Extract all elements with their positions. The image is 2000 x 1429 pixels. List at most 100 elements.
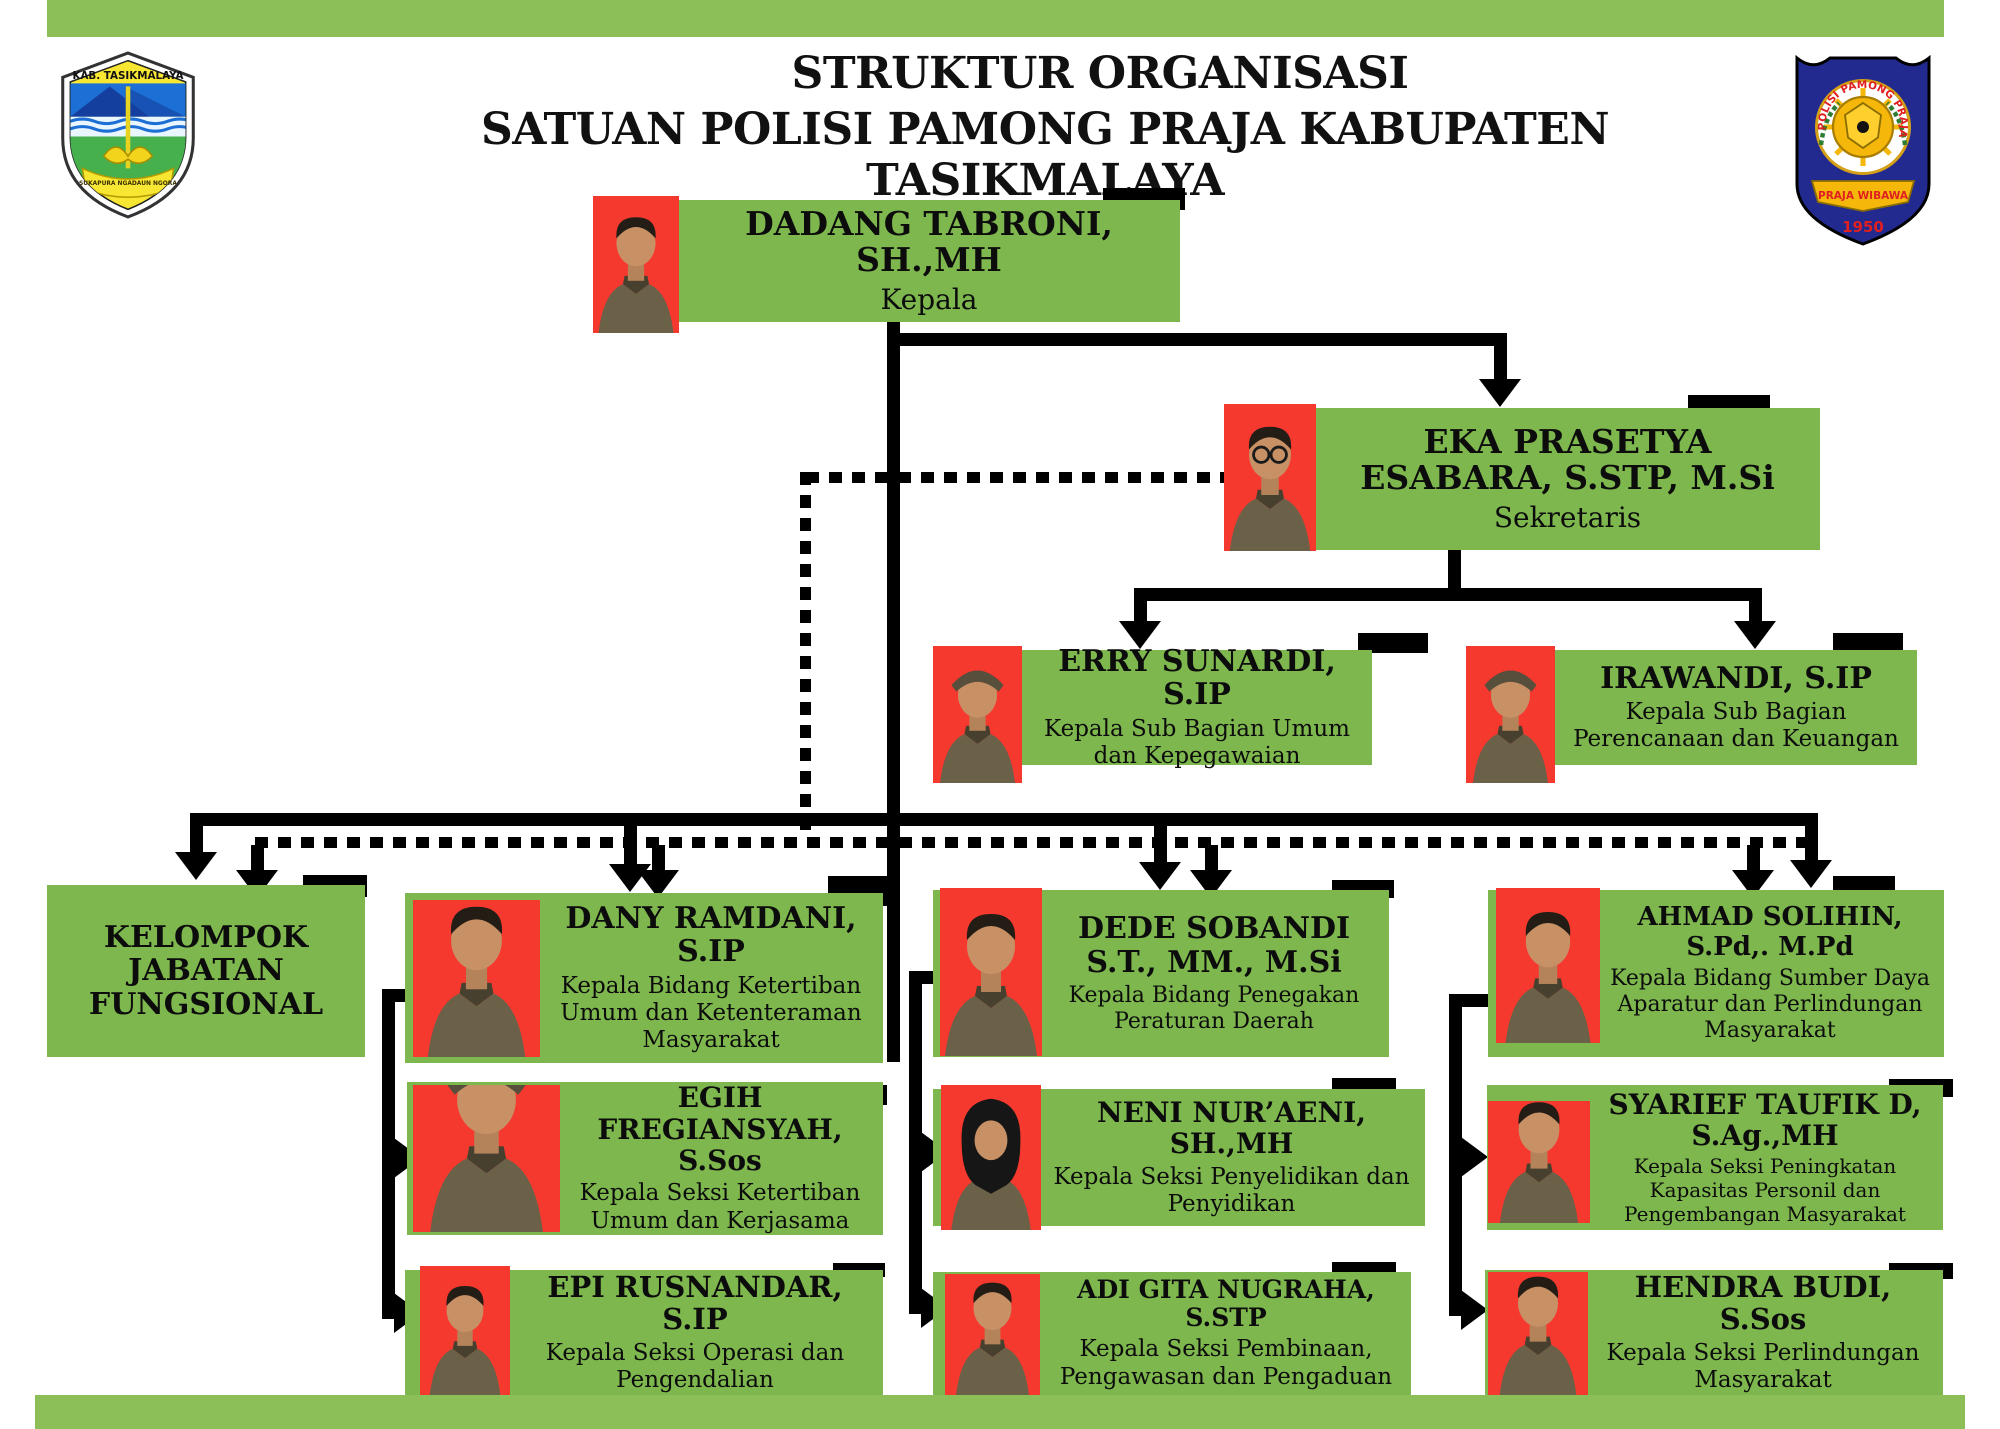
photo-seksi-tibum (413, 1085, 560, 1232)
bidang-penegakan-name: DEDE SOBANDI S.T., MM., M.Si (1077, 910, 1351, 980)
arrow-into-subbag-perencanaan (1734, 621, 1776, 649)
arrow-into-seksi-peningkatan (1461, 1137, 1488, 1177)
seksi-pembinaan-name: ADI GITA NUGRAHA, S.STP (1077, 1275, 1375, 1333)
male-officer-avatar (413, 900, 540, 1057)
seksi-penyelidikan-name: NENI NUR’AENI, SH.,MH (1097, 1096, 1366, 1161)
subbag-umum-role: Kepala Sub Bagian Umum dan Kepegawaian (1044, 715, 1350, 770)
photo-bidang-penegakan (940, 888, 1042, 1056)
badge-year: 1950 (1842, 218, 1884, 236)
male-officer-avatar (1488, 1101, 1590, 1223)
node-sekretaris: EKA PRASETYA ESABARA, S.STP, M.Si Sekret… (1315, 408, 1820, 550)
node-subbag-perencanaan: IRAWANDI, S.IP Kepala Sub Bagian Perenca… (1555, 650, 1917, 765)
photo-bidang-tibum (413, 900, 540, 1057)
top-bar (47, 0, 1944, 37)
seksi-pembinaan-role: Kepala Seksi Pembinaan, Pengawasan dan P… (1059, 1336, 1393, 1390)
male-officer-cap-avatar (1466, 646, 1555, 783)
dashed-sekretaris-down (800, 472, 811, 840)
sekretaris-role: Sekretaris (1493, 501, 1642, 535)
seksi-penyelidikan-role: Kepala Seksi Penyelidikan dan Penyidikan (1053, 1163, 1410, 1217)
seksi-peningkatan-name: SYARIEF TAUFIK D, S.Ag.,MH (1608, 1087, 1922, 1153)
dashed-sekretaris-left (806, 472, 1224, 483)
solid-distribution-line (190, 813, 1818, 826)
photo-subbag-perencanaan (1466, 646, 1555, 783)
subbag-perencanaan-role: Kepala Sub Bagian Perencanaan dan Keuang… (1573, 699, 1899, 753)
seksi-operasi-role: Kepala Seksi Operasi dan Pengendalian (545, 1339, 845, 1393)
seksi-tibum-name: EGIH FREGIANSYAH, S.Sos (597, 1081, 843, 1178)
drop-tibum-solid (624, 820, 637, 866)
node-bidang-penegakan: DEDE SOBANDI S.T., MM., M.Si Kepala Bida… (933, 890, 1389, 1057)
bidang-sumberdaya-name: AHMAD SOLIHIN, S.Pd,. M.Pd (1637, 902, 1903, 962)
bidang-penegakan-role: Kepala Bidang Penegakan Peraturan Daerah (1068, 983, 1360, 1035)
connector-sekretaris-down (1448, 550, 1461, 595)
bottom-bar (35, 1395, 1965, 1429)
drop-penegakan-dashed (1205, 845, 1218, 873)
photo-sekretaris (1224, 404, 1316, 551)
sekretaris-name: EKA PRASETYA ESABARA, S.STP, M.Si (1360, 421, 1775, 498)
connector-sekretaris-drop (1494, 333, 1507, 383)
rail-tibum (382, 989, 395, 1319)
seksi-perlindungan-role: Kepala Seksi Perlindungan Masyarakat (1606, 1339, 1920, 1393)
photo-subbag-umum (933, 646, 1022, 783)
photo-kepala (593, 196, 679, 333)
bidang-tibum-role: Kepala Bidang Ketertiban Umum dan Ketent… (560, 972, 862, 1054)
node-kelompok-jabatan: KELOMPOK JABATAN FUNGSIONAL (47, 885, 365, 1057)
tab-subbag-umum (1358, 633, 1428, 653)
arrow-into-sekretaris (1479, 379, 1521, 407)
connector-kepala-sekretaris (887, 333, 1507, 346)
bidang-tibum-name: DANY RAMDANI, S.IP (565, 900, 857, 970)
seksi-operasi-name: EPI RUSNANDAR, S.IP (547, 1269, 843, 1337)
photo-seksi-operasi (420, 1266, 510, 1395)
subbag-perencanaan-name: IRAWANDI, S.IP (1600, 660, 1872, 696)
connector-subbag-umum-drop (1134, 599, 1147, 625)
dashed-distribution-line (255, 837, 1815, 848)
connector-subbag-perencanaan-drop (1749, 599, 1762, 625)
rail-sumberdaya (1449, 994, 1462, 1316)
male-officer-avatar (945, 1274, 1040, 1395)
seksi-peningkatan-role: Kepala Seksi Peningkatan Kapasitas Perso… (1624, 1154, 1906, 1226)
male-officer-avatar (1488, 1272, 1588, 1395)
photo-seksi-perlindungan (1488, 1272, 1588, 1395)
arrow-into-sumberdaya-2 (1790, 860, 1832, 888)
kelompok-jabatan-label: KELOMPOK JABATAN FUNGSIONAL (88, 919, 324, 1022)
seksi-tibum-role: Kepala Seksi Ketertiban Umum dan Kerjasa… (579, 1180, 861, 1234)
drop-kelompok-dashed (251, 845, 264, 873)
arrow-into-seksi-perlindungan (1461, 1290, 1488, 1330)
bidang-sumberdaya-role: Kepala Bidang Sumber Daya Aparatur dan P… (1610, 965, 1930, 1043)
male-officer-cap-avatar (933, 646, 1022, 783)
drop-penegakan-solid (1154, 820, 1167, 864)
photo-seksi-peningkatan (1488, 1101, 1590, 1223)
male-officer-avatar (1496, 888, 1600, 1043)
male-officer-cap-avatar (413, 1085, 560, 1232)
kepala-name: DADANG TABRONI, SH.,MH (745, 203, 1113, 280)
photo-seksi-penyelidikan (941, 1085, 1041, 1230)
seal-motto: SUKAPURA NGADAUN NGORA (79, 181, 177, 187)
arrow-into-subbag-umum (1119, 621, 1161, 649)
male-officer-glasses-avatar (1224, 404, 1316, 551)
page-title-line1: STRUKTUR ORGANISASI (791, 48, 1409, 99)
drop-tibum-dashed (652, 845, 665, 873)
female-officer-hijab-avatar (941, 1085, 1041, 1230)
seal-label: KAB. TASIKMALAYA (72, 70, 183, 82)
satpol-pp-badge-icon: POLISI PAMONG PRAJA PRAJA WIBAWA 1950 (1795, 54, 1931, 246)
drop-sumberdaya-dashed (1747, 845, 1760, 873)
drop-kelompok-solid (190, 820, 203, 856)
node-kepala: DADANG TABRONI, SH.,MH Kepala (678, 200, 1180, 322)
male-officer-avatar (420, 1266, 510, 1395)
photo-bidang-sumberdaya (1496, 888, 1600, 1043)
arrow-into-kelompok-1 (175, 852, 217, 880)
subbag-umum-name: ERRY SUNARDI, S.IP (1058, 643, 1336, 713)
connector-kepala-trunk (887, 322, 900, 1062)
arrow-into-penegakan-1 (1139, 862, 1181, 890)
male-officer-avatar (940, 888, 1042, 1056)
kepala-role: Kepala (880, 283, 978, 317)
page-title-line2: SATUAN POLISI PAMONG PRAJA KABUPATEN TAS… (480, 104, 1610, 206)
male-officer-avatar (593, 196, 679, 333)
seksi-perlindungan-name: HENDRA BUDI, S.Sos (1634, 1269, 1892, 1337)
node-subbag-umum: ERRY SUNARDI, S.IP Kepala Sub Bagian Umu… (1022, 644, 1372, 769)
tab-subbag-perencanaan (1833, 633, 1903, 653)
kab-tasikmalaya-seal-icon: KAB. TASIKMALAYA SUKAPURA NGADAUN NGORA (61, 51, 195, 219)
badge-banner-text: PRAJA WIBAWA (1818, 190, 1909, 202)
photo-seksi-pembinaan (945, 1274, 1040, 1395)
connector-subbag-spread (1134, 588, 1762, 601)
drop-sumberdaya-solid (1805, 820, 1818, 862)
